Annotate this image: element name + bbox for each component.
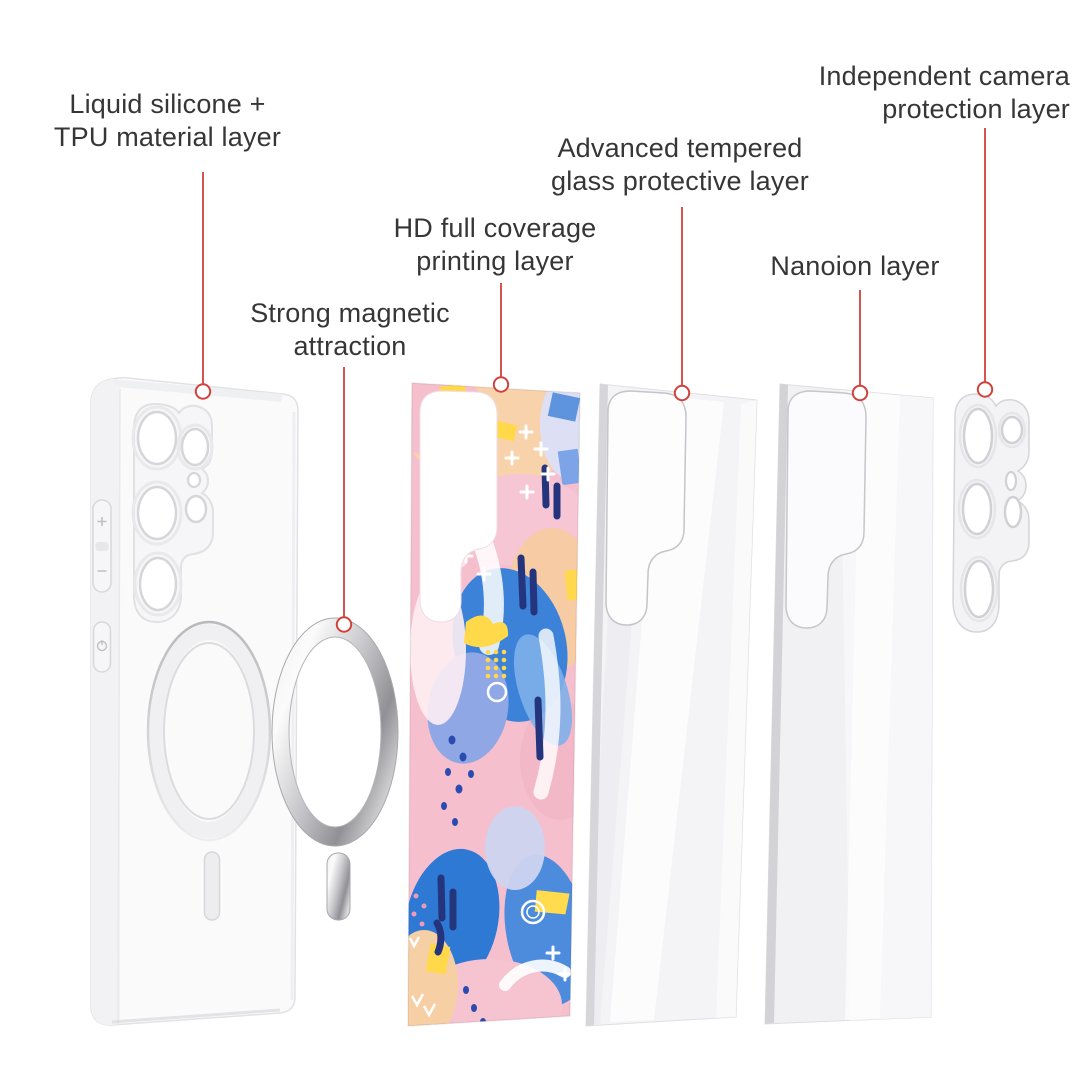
leader-printing: [492, 283, 510, 393]
label-nanoion: Nanoion layer: [770, 251, 940, 281]
leader-nanoion: [851, 290, 869, 402]
nanoion-layer: [764, 383, 934, 1025]
magnetic-ring: [271, 617, 399, 921]
magsafe-indent: [146, 620, 272, 921]
leader-tempered-glass: [673, 207, 691, 402]
label-magnetic: Strong magnetic attraction: [250, 298, 450, 361]
label-tempered-glass: Advanced tempered glass protective layer: [550, 133, 809, 196]
glass-layer: [585, 383, 758, 1027]
magnetic-bar: [326, 852, 351, 921]
label-printing: HD full coverage printing layer: [393, 213, 597, 276]
volume-button: [92, 499, 112, 593]
leader-camera: [976, 128, 994, 398]
camera-lens-holes: [131, 405, 214, 617]
phone-case: [90, 376, 299, 1026]
alignment-slot: [203, 851, 221, 921]
power-button: [92, 621, 112, 673]
label-camera: Independent camera protection layer: [818, 61, 1070, 124]
label-liquid-silicone: Liquid silicone + TPU material layer: [53, 89, 282, 152]
protector-lens-holes: [957, 403, 1027, 623]
printing-layer: [407, 382, 581, 1027]
leader-magnetic: [335, 367, 353, 633]
glass-camera-cutout: [605, 390, 687, 626]
leader-lines: [194, 128, 994, 633]
camera-protector: [952, 393, 1030, 633]
camera-island-cutout: [131, 402, 214, 624]
leader-liquid-silicone: [194, 172, 212, 400]
nanoion-camera-cutout: [785, 390, 867, 629]
print-camera-cutout: [419, 390, 498, 623]
